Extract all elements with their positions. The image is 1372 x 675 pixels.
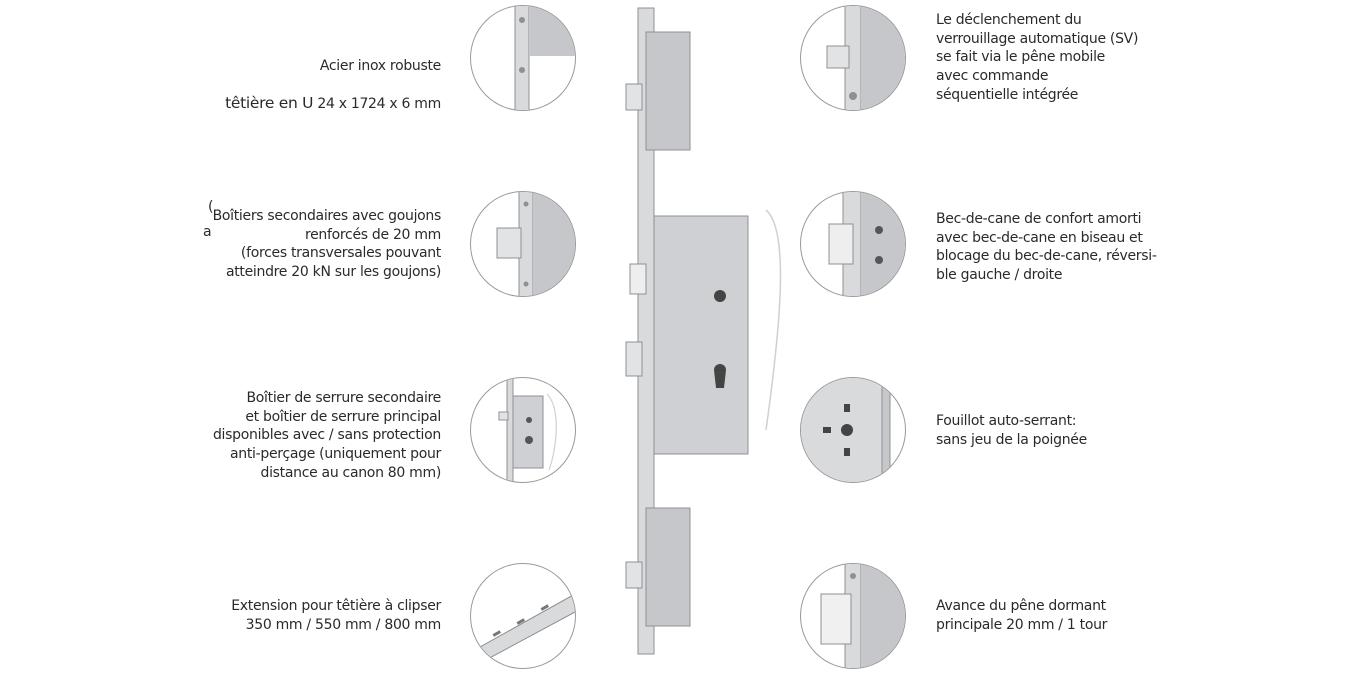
label-follower: Fouillot auto-serrant: sans jeu de la po… xyxy=(936,413,1087,448)
label-secondary-cases: Boîtiers secondaires avec goujons renfor… xyxy=(212,208,442,281)
stray-letter: a xyxy=(203,224,212,240)
multipoint-lock-icon xyxy=(625,7,782,655)
bolt-detail-icon xyxy=(470,191,576,297)
follower-icon xyxy=(800,377,906,483)
label-latch: Bec-de-cane de confort amorti avec bec-d… xyxy=(936,211,1157,284)
label-extension: Extension pour têtière à clipser 350 mm … xyxy=(231,598,441,633)
label-faceplate-prefix: têtière en U xyxy=(225,94,314,113)
deadbolt-icon xyxy=(800,563,906,669)
lockcase-detail-icon xyxy=(470,377,576,483)
latch-bolt-icon xyxy=(800,191,906,297)
label-faceplate: Acier inox robuste têtière en U 24 x 172… xyxy=(225,38,441,114)
label-lock-cases: Boîtier de serrure secondaire et boîtier… xyxy=(212,390,441,481)
label-faceplate-suffix: 24 x 1724 x 6 mm xyxy=(313,96,441,113)
label-deadbolt: Avance du pêne dormant principale 20 mm … xyxy=(936,598,1108,633)
label-auto-locking: Le déclenchement du verrouillage automat… xyxy=(936,12,1139,103)
label-faceplate-line1: Acier inox robuste xyxy=(319,57,441,74)
stray-bracket: ( xyxy=(208,199,214,215)
faceplate-detail-icon xyxy=(470,5,576,111)
trigger-latch-icon xyxy=(800,5,906,111)
extension-clip-icon xyxy=(470,563,576,669)
